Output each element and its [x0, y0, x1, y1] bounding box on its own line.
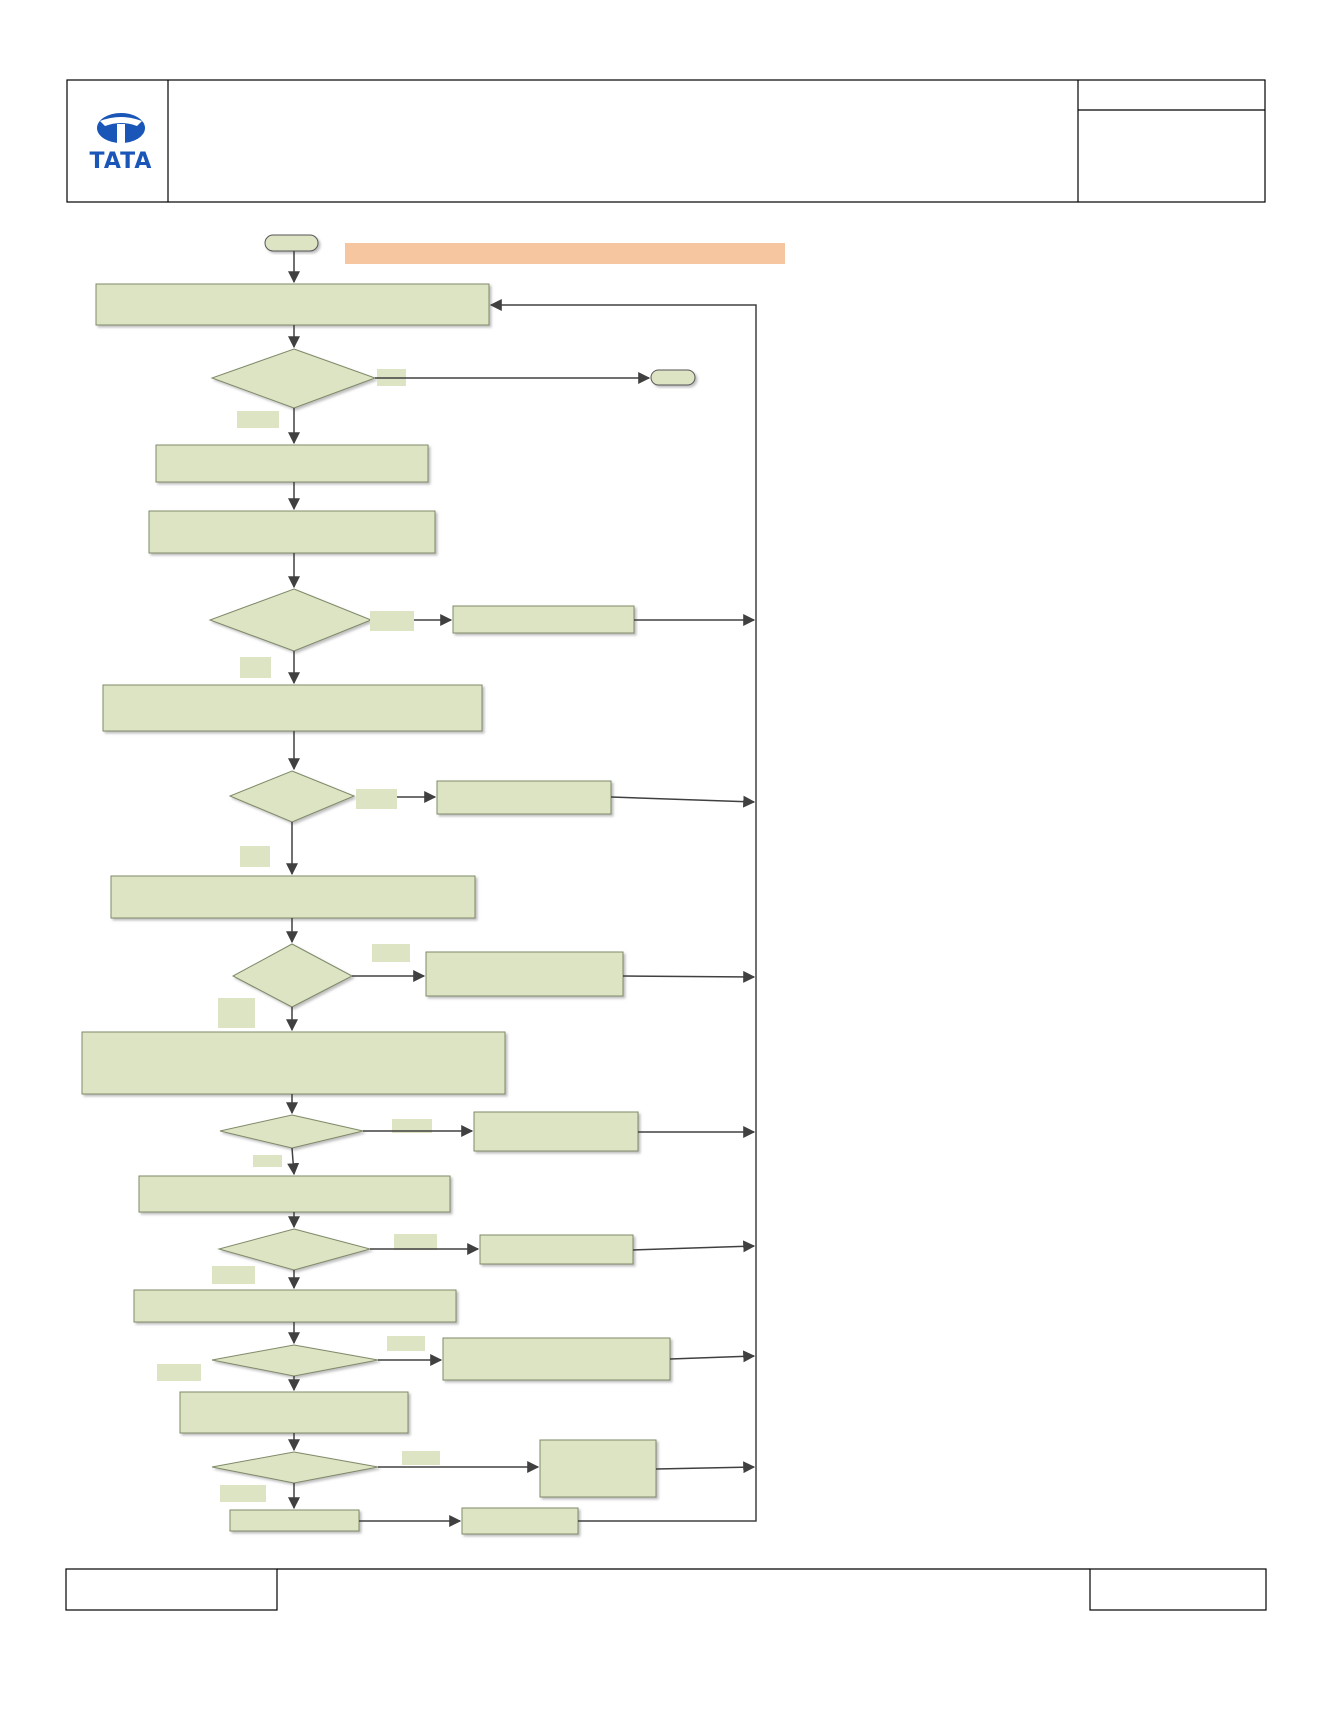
side-box-2 [436, 780, 612, 815]
decision-diamond-5 [219, 1114, 364, 1149]
connector [669, 1350, 756, 1363]
header-frame [66, 79, 1266, 203]
side-box-1 [452, 605, 635, 634]
process-box-4 [102, 684, 483, 732]
edge-label-2 [237, 411, 279, 428]
side-box-6 [442, 1337, 671, 1381]
side-box-8 [461, 1507, 579, 1535]
decision-diamond-2 [208, 588, 373, 652]
highlight-banner [345, 243, 785, 264]
edge-label-7 [372, 944, 410, 962]
side-box-3 [425, 951, 624, 997]
connector [655, 1461, 756, 1474]
decision-diamond-6 [217, 1228, 372, 1271]
process-box-1 [95, 283, 490, 326]
end-terminator [650, 369, 696, 386]
edge-label-12 [212, 1266, 255, 1284]
decision-diamond-3 [228, 770, 356, 823]
side-box-5 [479, 1234, 634, 1265]
edge-label-3 [370, 611, 414, 631]
process-box-8 [133, 1289, 457, 1323]
process-box-10 [229, 1509, 360, 1532]
side-box-7 [539, 1439, 657, 1498]
connector [287, 1147, 300, 1176]
connector [632, 1240, 756, 1253]
process-box-9 [179, 1391, 409, 1434]
footer-frame [65, 1568, 1267, 1611]
decision-diamond-7 [211, 1344, 379, 1377]
process-box-6 [81, 1031, 506, 1095]
edge-label-11 [394, 1234, 437, 1250]
edge-label-5 [356, 789, 397, 809]
edge-label-10 [253, 1155, 282, 1167]
tata-wordmark: TATA [90, 149, 153, 174]
edge-label-16 [220, 1485, 266, 1502]
decision-diamond-8 [211, 1451, 379, 1484]
edge-label-6 [240, 846, 270, 867]
connector [610, 795, 756, 808]
edge-label-15 [402, 1451, 440, 1465]
edge-label-4 [240, 657, 271, 678]
edge-label-14 [157, 1364, 201, 1381]
process-box-5 [110, 875, 476, 919]
process-box-2 [155, 444, 429, 483]
process-box-7 [138, 1175, 451, 1213]
tata-logo-icon [97, 113, 145, 144]
decision-diamond-4 [231, 943, 354, 1008]
loop-back-rail [489, 299, 757, 1522]
process-box-3 [148, 510, 436, 554]
start-terminator [264, 234, 319, 252]
edge-label-9 [392, 1119, 432, 1133]
decision-diamond-1 [210, 348, 377, 409]
connector [622, 970, 756, 983]
side-box-4 [473, 1111, 639, 1152]
edge-label-8 [218, 998, 255, 1028]
edge-label-13 [387, 1336, 425, 1351]
